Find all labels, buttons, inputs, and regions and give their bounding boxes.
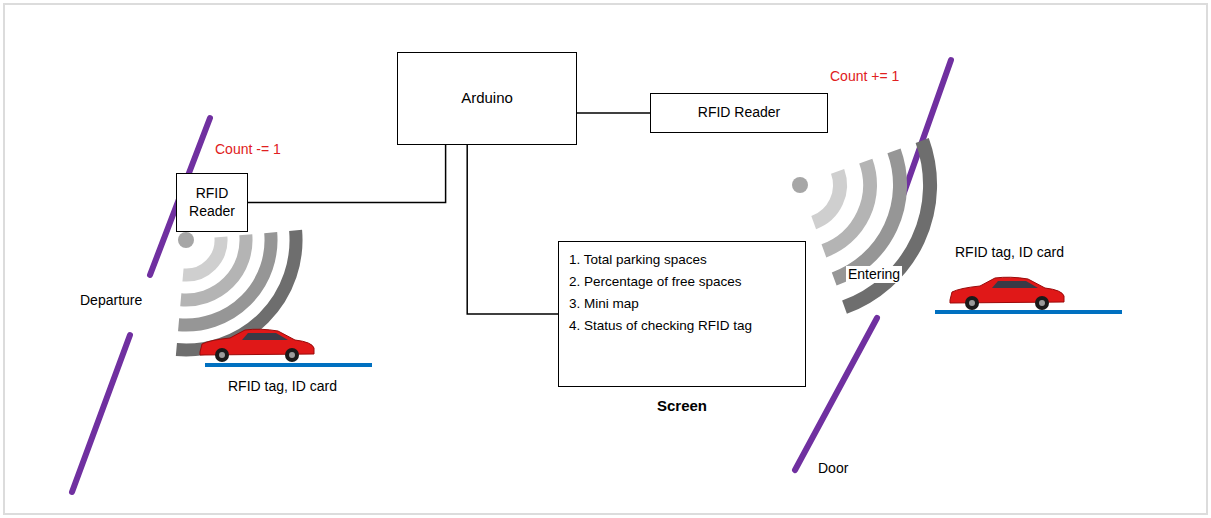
tag-label: RFID tag, ID card bbox=[955, 244, 1064, 261]
car-window bbox=[992, 281, 1038, 288]
reader-box: RFID Reader bbox=[650, 93, 828, 133]
wave-arc bbox=[179, 233, 271, 325]
wire-connector bbox=[577, 112, 650, 114]
door-line bbox=[795, 318, 877, 470]
screen-box: 1. Total parking spaces 2. Percentage of … bbox=[558, 241, 806, 414]
box-text: 2. Percentage of free spaces bbox=[569, 274, 795, 291]
box-outline: 1. Total parking spaces 2. Percentage of … bbox=[558, 241, 806, 387]
page-frame bbox=[4, 4, 1207, 514]
road-line bbox=[205, 363, 372, 367]
wave-arc bbox=[845, 141, 931, 308]
road-line bbox=[935, 310, 1122, 314]
reader-antenna bbox=[178, 232, 194, 248]
rfid-waves bbox=[814, 141, 930, 308]
direction-label: Entering bbox=[846, 266, 902, 283]
wave-arc bbox=[834, 151, 900, 279]
car-hub bbox=[969, 300, 975, 306]
box-text: RFID Reader bbox=[181, 185, 243, 220]
car-hub bbox=[1039, 300, 1045, 306]
car-hub bbox=[219, 352, 225, 358]
car-wheel bbox=[215, 348, 229, 362]
box-outline: Arduino bbox=[397, 52, 577, 145]
car-icon bbox=[950, 277, 1064, 310]
box-text: 1. Total parking spaces bbox=[569, 252, 795, 269]
door-line bbox=[72, 335, 130, 492]
reader-antenna bbox=[792, 177, 808, 193]
direction-label: Departure bbox=[80, 292, 142, 309]
box-text: 4. Status of checking RFID tag bbox=[569, 318, 795, 335]
box-text: Arduino bbox=[406, 89, 568, 108]
box-text: 3. Mini map bbox=[569, 296, 795, 313]
wave-arc bbox=[824, 161, 870, 251]
wire-connector bbox=[467, 145, 558, 314]
box-outline: RFID Reader bbox=[650, 93, 828, 133]
reader-box: RFID Reader bbox=[176, 173, 248, 232]
car-wheel bbox=[1035, 296, 1049, 310]
counter-note: Count += 1 bbox=[830, 68, 899, 85]
car-wheel bbox=[965, 296, 979, 310]
wave-arc bbox=[814, 171, 840, 222]
door-label: Door bbox=[818, 460, 848, 477]
controller-box: Arduino bbox=[397, 52, 577, 145]
car-wheel bbox=[285, 348, 299, 362]
car-hub bbox=[289, 352, 295, 358]
counter-note: Count -= 1 bbox=[215, 141, 281, 158]
box-text: RFID Reader bbox=[657, 104, 821, 122]
tag-label: RFID tag, ID card bbox=[228, 378, 337, 395]
box-caption: Screen bbox=[558, 397, 806, 414]
car-icon bbox=[200, 329, 314, 362]
box-outline: RFID Reader bbox=[176, 173, 248, 232]
car-window bbox=[242, 333, 288, 340]
